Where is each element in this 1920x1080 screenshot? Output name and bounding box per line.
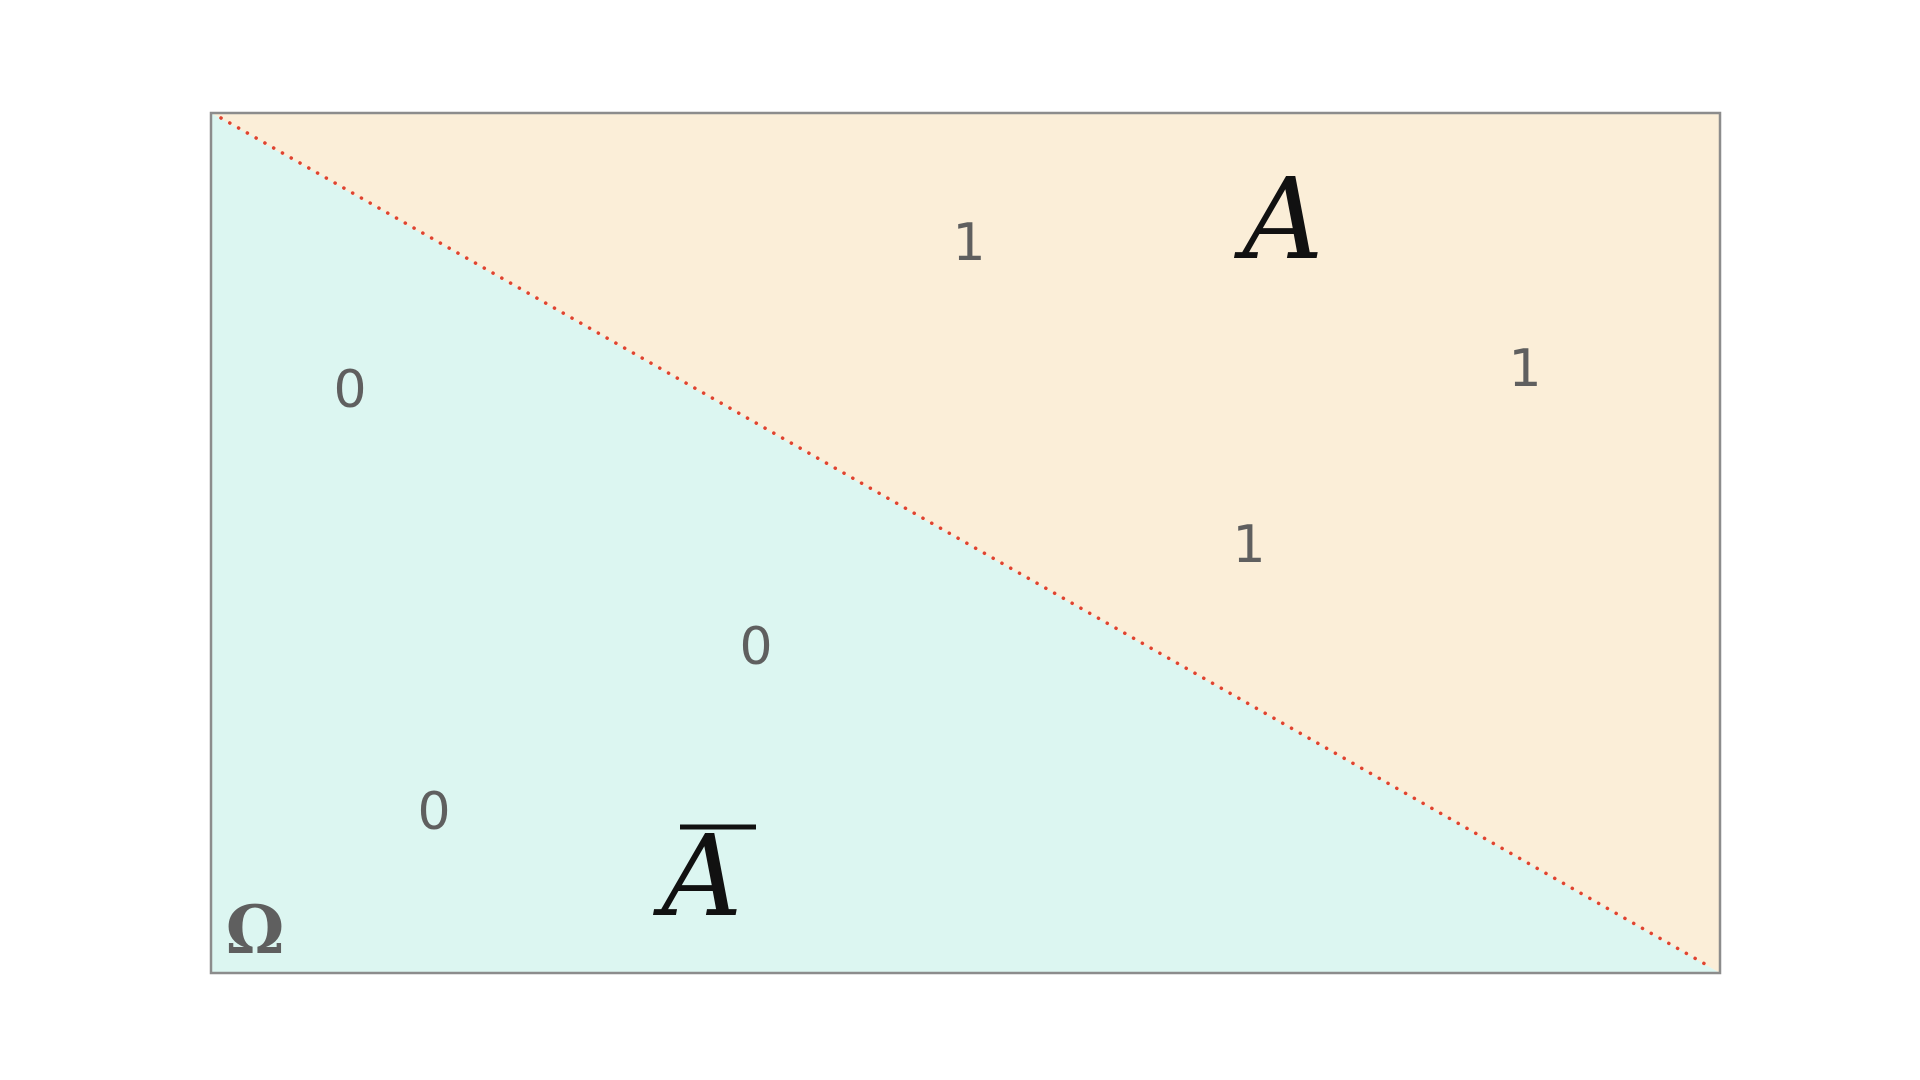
point-value-a-3: 1 [1232, 515, 1265, 575]
boundary-line [219, 116, 1714, 970]
point-value-complement-3: 0 [417, 782, 450, 842]
point-value-complement-2: 0 [739, 617, 772, 677]
point-value-a-1: 1 [952, 213, 985, 273]
universe-label: Ω [226, 891, 285, 969]
point-value-a-2: 1 [1508, 339, 1541, 399]
universe-frame [209, 111, 1722, 975]
point-value-complement-1: 0 [333, 360, 366, 420]
set-a-complement-label: A [653, 812, 743, 942]
set-a-label: A [1234, 155, 1324, 285]
